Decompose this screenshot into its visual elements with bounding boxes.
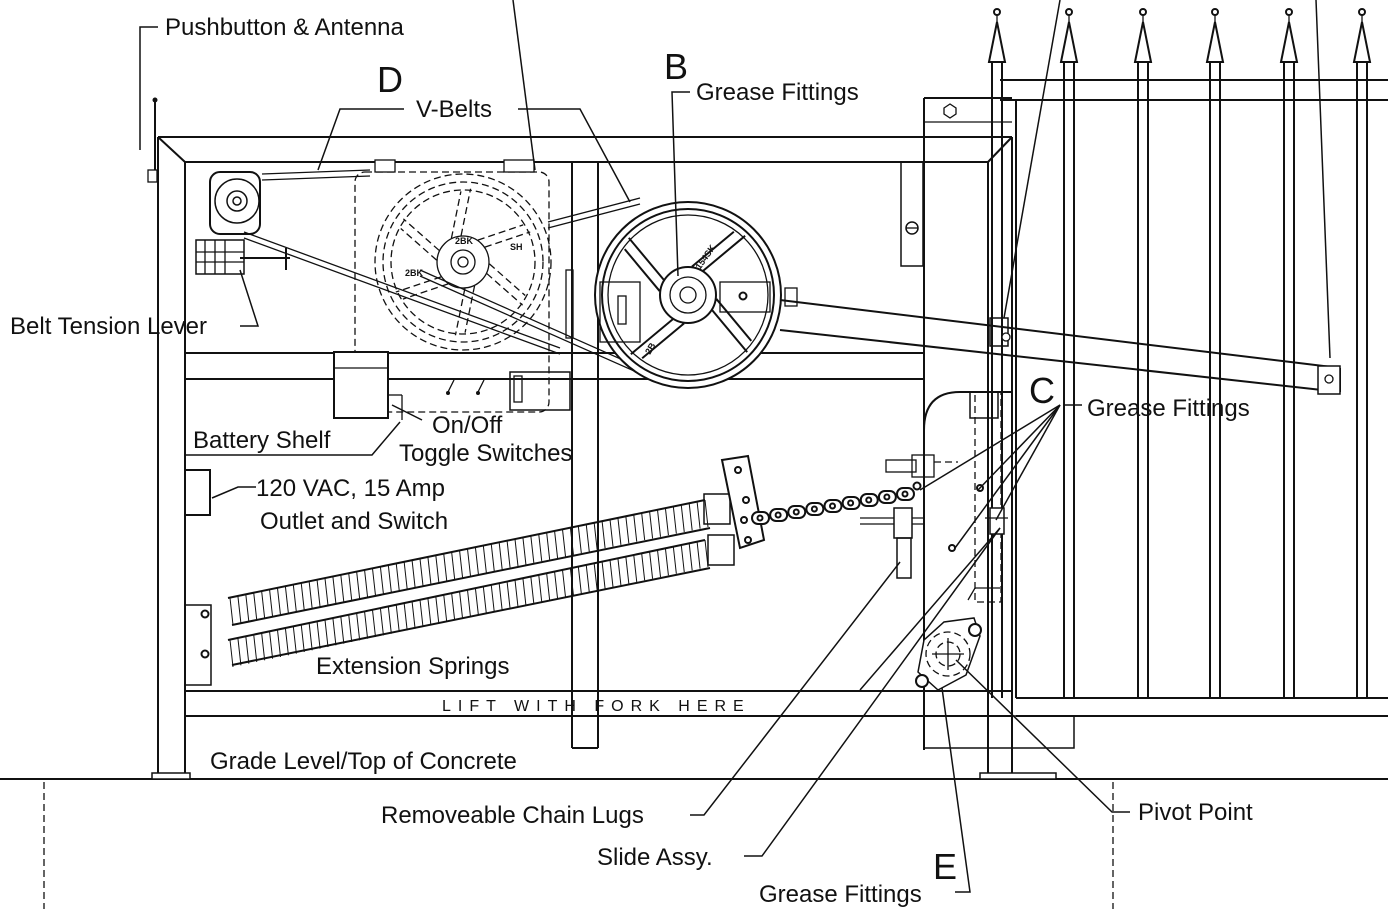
label-belt-tension-lever: Belt Tension Lever xyxy=(10,313,207,340)
callout-d: D xyxy=(377,59,403,100)
slide-assembly xyxy=(860,391,1012,603)
callout-e: E xyxy=(933,846,957,887)
gate-arm xyxy=(779,299,1341,395)
fence-gate xyxy=(987,8,1388,717)
label-grade-level: Grade Level/Top of Concrete xyxy=(210,748,517,775)
pulley-stamp: SH xyxy=(510,242,523,252)
chain xyxy=(751,487,915,525)
label-toggle-line1: On/Off xyxy=(432,412,503,439)
extension-springs xyxy=(184,454,766,686)
label-chain-lugs: Removeable Chain Lugs xyxy=(381,802,644,829)
pivot-assembly xyxy=(915,587,1000,691)
motor xyxy=(195,171,290,275)
label-grease-fittings-b: Grease Fittings xyxy=(696,79,859,106)
battery-box xyxy=(333,351,571,420)
label-battery-shelf: Battery Shelf xyxy=(193,427,331,454)
callout-c: C xyxy=(1029,370,1055,411)
label-grease-fittings-e: Grease Fittings xyxy=(759,881,922,908)
label-grease-fittings-c: Grease Fittings xyxy=(1087,395,1250,422)
label-pivot-point: Pivot Point xyxy=(1138,799,1253,826)
callout-b: B xyxy=(664,46,688,87)
label-v-belts: V-Belts xyxy=(416,96,492,123)
leader-lines xyxy=(139,0,1331,893)
label-outlet-line1: 120 VAC, 15 Amp xyxy=(256,475,445,502)
label-outlet-line2: Outlet and Switch xyxy=(260,508,448,535)
v-belts xyxy=(243,169,651,379)
small-pulley: 2BK SH 2BK xyxy=(354,159,574,413)
label-pushbutton-antenna: Pushbutton & Antenna xyxy=(165,14,405,41)
large-pulley: 154SK 2B xyxy=(594,201,798,389)
pulley-stamp: 2BK xyxy=(405,268,424,278)
labels: Pushbutton & Antenna D V-Belts B Grease … xyxy=(10,14,1253,908)
antenna xyxy=(147,97,158,183)
label-extension-springs: Extension Springs xyxy=(316,653,509,680)
outlet-box xyxy=(185,469,211,516)
grade-line xyxy=(0,778,1388,909)
label-toggle-line2: Toggle Switches xyxy=(399,440,572,467)
label-slide-assy: Slide Assy. xyxy=(597,844,713,871)
label-lift-with-fork: LIFT WITH FORK HERE xyxy=(442,698,751,715)
pulley-stamp: 2BK xyxy=(455,236,474,246)
